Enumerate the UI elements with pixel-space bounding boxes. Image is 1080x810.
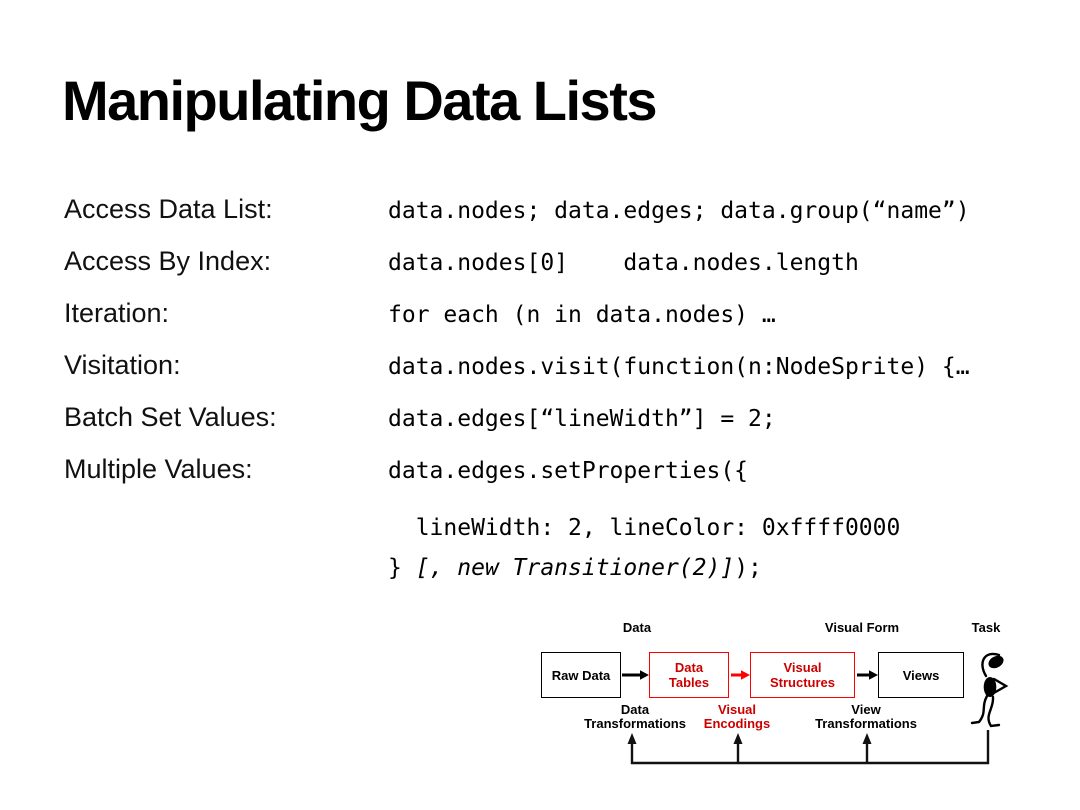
stage-label-task: Task bbox=[971, 620, 1001, 635]
row-code: data.nodes; data.edges; data.group(“name… bbox=[388, 198, 970, 224]
box-visual-structures: Visual Structures bbox=[750, 652, 855, 698]
row-access-by-index: Access By Index: data.nodes[0] data.node… bbox=[64, 246, 1044, 298]
operator-label-line: Encodings bbox=[703, 716, 771, 731]
code-suffix: ); bbox=[734, 555, 762, 581]
stage-label-visual-form: Visual Form bbox=[824, 620, 900, 635]
stage-label-data: Data bbox=[622, 620, 652, 635]
row-iteration: Iteration: for each (n in data.nodes) … bbox=[64, 298, 1044, 350]
code-prefix: } bbox=[388, 555, 416, 581]
infovis-pipeline-diagram: Data Visual Form Task Raw Data Data Tabl… bbox=[535, 613, 1025, 803]
operator-label-line: View bbox=[851, 702, 881, 717]
operator-label-line: Transformations bbox=[815, 716, 917, 731]
row-label: Visitation: bbox=[64, 350, 181, 380]
box-views: Views bbox=[878, 652, 964, 698]
row-visitation: Visitation: data.nodes.visit(function(n:… bbox=[64, 350, 1044, 402]
arrow-datatables-to-visualstructures bbox=[731, 670, 750, 680]
code-line: } [, new Transitioner(2)]); bbox=[388, 548, 1044, 588]
box-label: Views bbox=[902, 667, 940, 683]
code-line: lineWidth: 2, lineColor: 0xffff0000 bbox=[388, 515, 901, 541]
operator-label-visual-encodings: Visual Encodings bbox=[704, 703, 770, 731]
definition-list: Access Data List: data.nodes; data.edges… bbox=[64, 194, 1044, 588]
row-label: Multiple Values: bbox=[64, 454, 253, 484]
operator-label-line: Transformations bbox=[584, 716, 686, 731]
row-code: for each (n in data.nodes) … bbox=[388, 302, 776, 328]
row-code: data.edges[“lineWidth”] = 2; bbox=[388, 406, 776, 432]
box-label: Structures bbox=[769, 675, 836, 690]
feedback-arrowheads bbox=[627, 733, 872, 744]
row-label: Access By Index: bbox=[64, 246, 272, 276]
code-continuation: lineWidth: 2, lineColor: 0xffff0000 } [,… bbox=[388, 508, 1044, 588]
row-code: data.edges.setProperties({ bbox=[388, 458, 749, 484]
box-label: Raw Data bbox=[551, 667, 611, 683]
operator-label-line: Data bbox=[620, 702, 650, 717]
row-label: Access Data List: bbox=[64, 194, 273, 224]
row-access-data-list: Access Data List: data.nodes; data.edges… bbox=[64, 194, 1044, 246]
code-optional-arg: [, new Transitioner(2)] bbox=[415, 555, 735, 581]
slide-title: Manipulating Data Lists bbox=[62, 69, 658, 132]
row-multiple-values: Multiple Values: data.edges.setPropertie… bbox=[64, 454, 1044, 506]
box-raw-data: Raw Data bbox=[541, 652, 621, 698]
row-code: data.nodes.visit(function(n:NodeSprite) … bbox=[388, 354, 970, 380]
box-label: Data bbox=[674, 660, 704, 675]
box-label: Visual bbox=[783, 660, 822, 675]
feedback-loop-line bbox=[630, 730, 990, 765]
operator-label-data-transformations: Data Transformations bbox=[584, 703, 686, 731]
row-code: data.nodes[0] data.nodes.length bbox=[388, 250, 859, 276]
diagram-arrows bbox=[622, 652, 1009, 765]
operator-label-view-transformations: View Transformations bbox=[815, 703, 917, 731]
arrow-rawdata-to-datatables bbox=[622, 670, 649, 680]
arrow-visualstructures-to-views bbox=[857, 670, 878, 680]
operator-label-line: Visual bbox=[717, 702, 757, 717]
row-label: Iteration: bbox=[64, 298, 170, 328]
row-batch-set-values: Batch Set Values: data.edges[“lineWidth”… bbox=[64, 402, 1044, 454]
person-figure-icon bbox=[970, 652, 1009, 728]
box-data-tables: Data Tables bbox=[649, 652, 729, 698]
box-label: Tables bbox=[668, 675, 710, 690]
row-label: Batch Set Values: bbox=[64, 402, 277, 432]
